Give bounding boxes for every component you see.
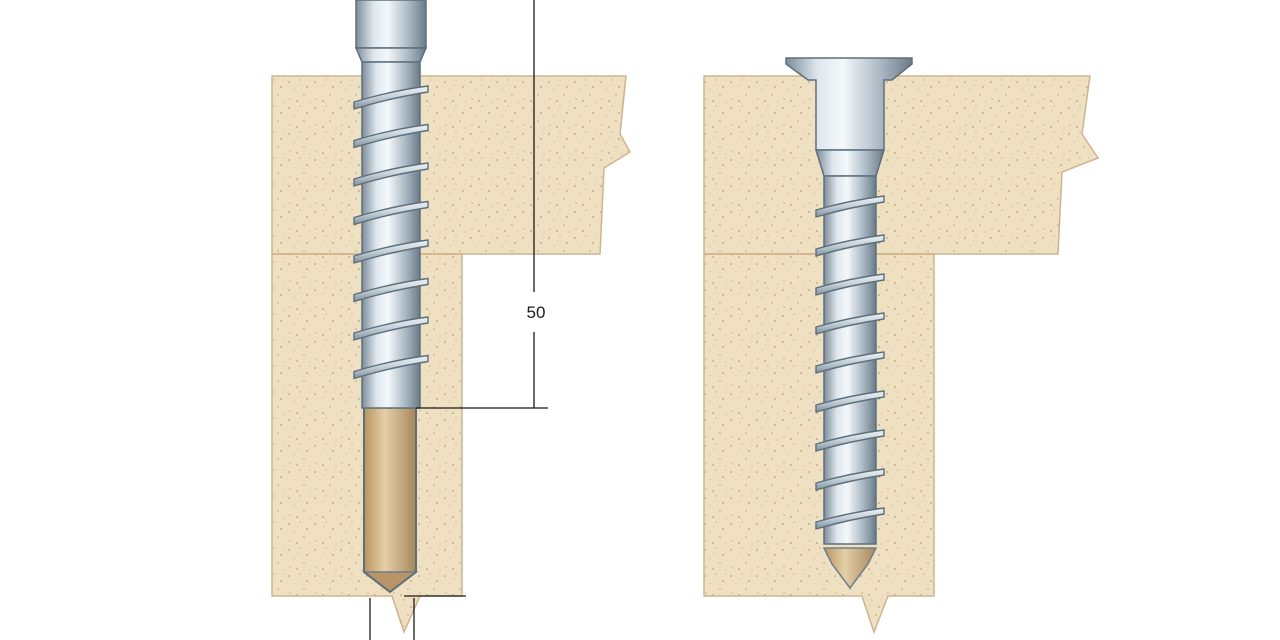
- right-screw-threads: [815, 195, 885, 530]
- left-top-slab: [271, 75, 632, 255]
- left-thread-ridge-2: [353, 162, 429, 187]
- right-thread-ridge-8: [815, 507, 885, 530]
- dimension-lines: [369, 0, 548, 640]
- left-thread-ridge-7: [353, 354, 429, 380]
- right-thread-ridge-2: [815, 273, 885, 296]
- left-shank-taper: [354, 47, 428, 63]
- right-thread-ridge-6: [815, 429, 885, 452]
- left-drill-hole: [363, 407, 417, 573]
- right-figure: [703, 57, 1100, 635]
- right-thread-ridge-7: [815, 468, 885, 491]
- left-screw-core: [361, 61, 421, 409]
- left-thread-ridge-4: [353, 239, 429, 264]
- left-thread-ridge-6: [353, 316, 429, 341]
- left-thread-ridge-0: [353, 85, 429, 110]
- right-thread-ridge-4: [815, 351, 885, 374]
- right-thread-ridge-0: [815, 195, 885, 218]
- right-top-slab: [703, 75, 1100, 255]
- left-screw-shank: [355, 0, 427, 49]
- right-thread-ridge-3: [815, 312, 885, 335]
- dimension-label: 50: [527, 303, 546, 322]
- right-neck-taper: [814, 149, 886, 177]
- right-screw-tip: [822, 547, 878, 590]
- right-thread-ridge-1: [815, 234, 885, 257]
- left-thread-ridge-5: [353, 277, 429, 303]
- left-thread-ridge-3: [353, 200, 429, 226]
- right-thread-ridge-5: [815, 390, 885, 413]
- left-hole-outline: [363, 408, 417, 594]
- left-figure: 50: [271, 0, 632, 640]
- left-screw-threads: [353, 85, 429, 380]
- left-thread-ridge-1: [353, 123, 429, 149]
